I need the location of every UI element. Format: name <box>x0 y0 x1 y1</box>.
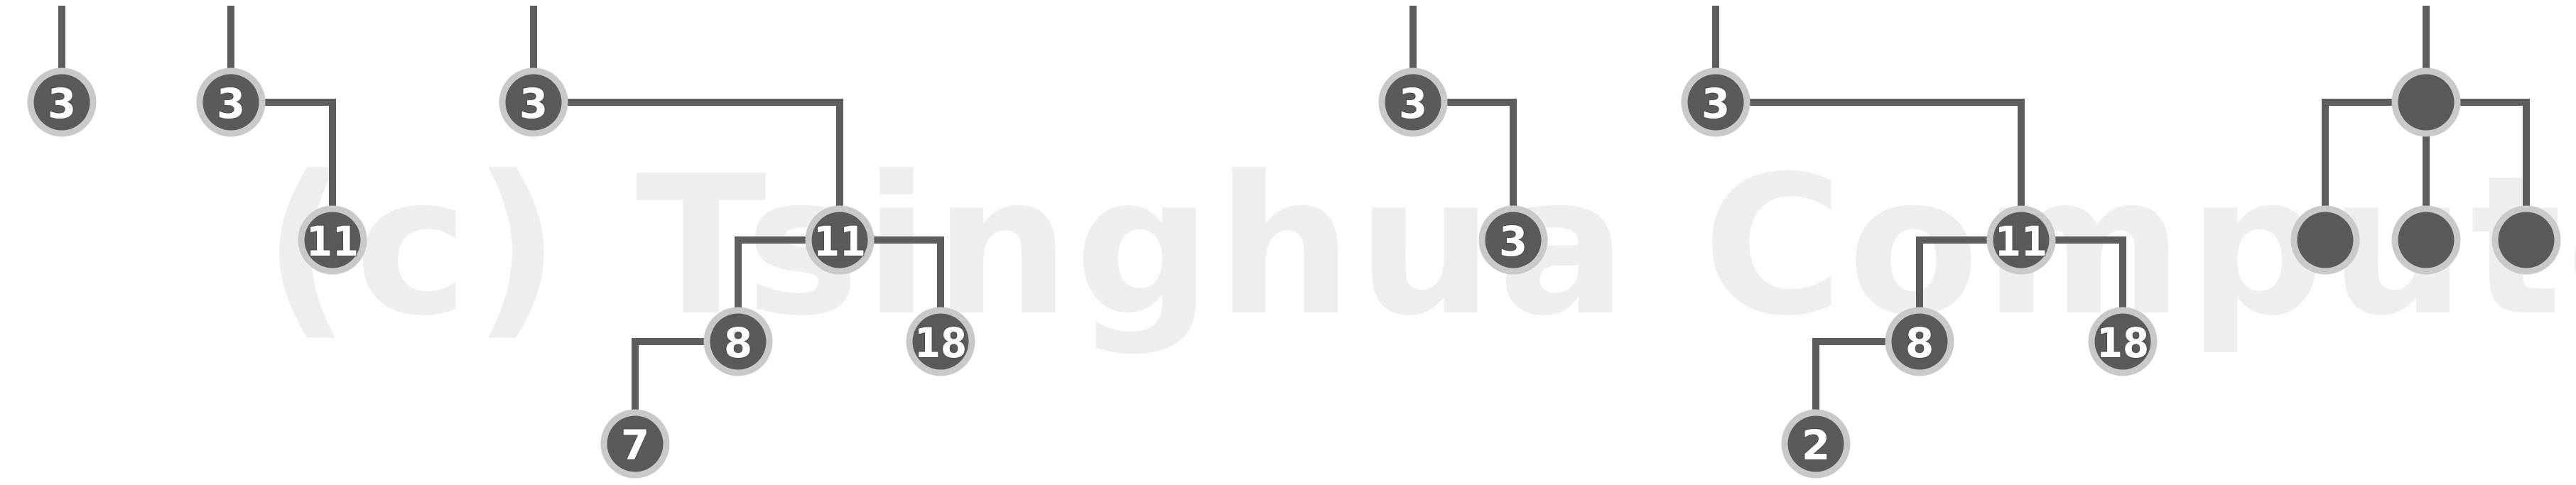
node-circle <box>2391 205 2461 275</box>
node-circle <box>298 205 367 275</box>
tree-4: 33 <box>1378 67 1548 275</box>
tree-node: 2 <box>1781 409 1851 479</box>
edge-line <box>534 99 843 240</box>
node-label: 3 <box>217 80 245 128</box>
node-label: 18 <box>914 319 967 367</box>
tree-node <box>2391 205 2461 275</box>
node-label: 8 <box>724 319 752 367</box>
tree-6 <box>2290 67 2561 275</box>
node-circle <box>1378 67 1448 137</box>
tree-node: 8 <box>1885 307 1954 376</box>
node-label: 18 <box>2096 319 2149 367</box>
node-circle <box>2088 307 2158 376</box>
tree-node: 3 <box>196 67 266 137</box>
node-label: 3 <box>1399 80 1427 128</box>
node-circle <box>1681 67 1750 137</box>
tree-node: 7 <box>600 409 670 479</box>
node-circle <box>1781 409 1851 479</box>
node-circle <box>196 67 266 137</box>
tree-1: 3 <box>27 67 97 137</box>
node-label: 7 <box>621 421 649 469</box>
node-circle <box>27 67 97 137</box>
tree-node: 3 <box>1478 205 1548 275</box>
node-label: 8 <box>1905 319 1934 367</box>
tree-node: 18 <box>2088 307 2158 376</box>
tree-node: 3 <box>27 67 97 137</box>
node-circle <box>2391 67 2461 137</box>
tree-node <box>2290 205 2360 275</box>
tree-node: 11 <box>1986 205 2056 275</box>
tree-2: 3 11 <box>196 67 367 275</box>
edge-line <box>1716 99 2025 240</box>
node-circle <box>2491 205 2561 275</box>
node-label: 11 <box>306 217 359 266</box>
node-circle <box>499 67 568 137</box>
node-circle <box>1986 205 2056 275</box>
tree-node: 3 <box>1378 67 1448 137</box>
node-circle <box>805 205 875 275</box>
node-circle <box>906 307 975 376</box>
tree-node: 11 <box>805 205 875 275</box>
tree-node: 3 <box>499 67 568 137</box>
node-circle <box>2290 205 2360 275</box>
node-label: 2 <box>1802 421 1830 469</box>
node-label: 3 <box>48 80 76 128</box>
tree-node: 8 <box>703 307 773 376</box>
tree-node <box>2491 205 2561 275</box>
node-circle <box>600 409 670 479</box>
tree-3: 3 11 8 18 7 <box>499 67 975 479</box>
tree-node <box>2391 67 2461 137</box>
node-circle <box>1478 205 1548 275</box>
watermark-text: (c) Tsinghua Computer <box>263 134 2576 358</box>
node-circle <box>1885 307 1954 376</box>
tree-5: 3 11 8 18 2 <box>1681 67 2158 479</box>
tree-node: 3 <box>1681 67 1750 137</box>
tree-node: 18 <box>906 307 975 376</box>
node-label: 11 <box>813 217 866 266</box>
node-label: 3 <box>519 80 548 128</box>
node-label: 3 <box>1701 80 1730 128</box>
node-label: 3 <box>1499 217 1527 266</box>
tree-node: 11 <box>298 205 367 275</box>
node-circle <box>703 307 773 376</box>
node-label: 11 <box>1995 217 2047 266</box>
